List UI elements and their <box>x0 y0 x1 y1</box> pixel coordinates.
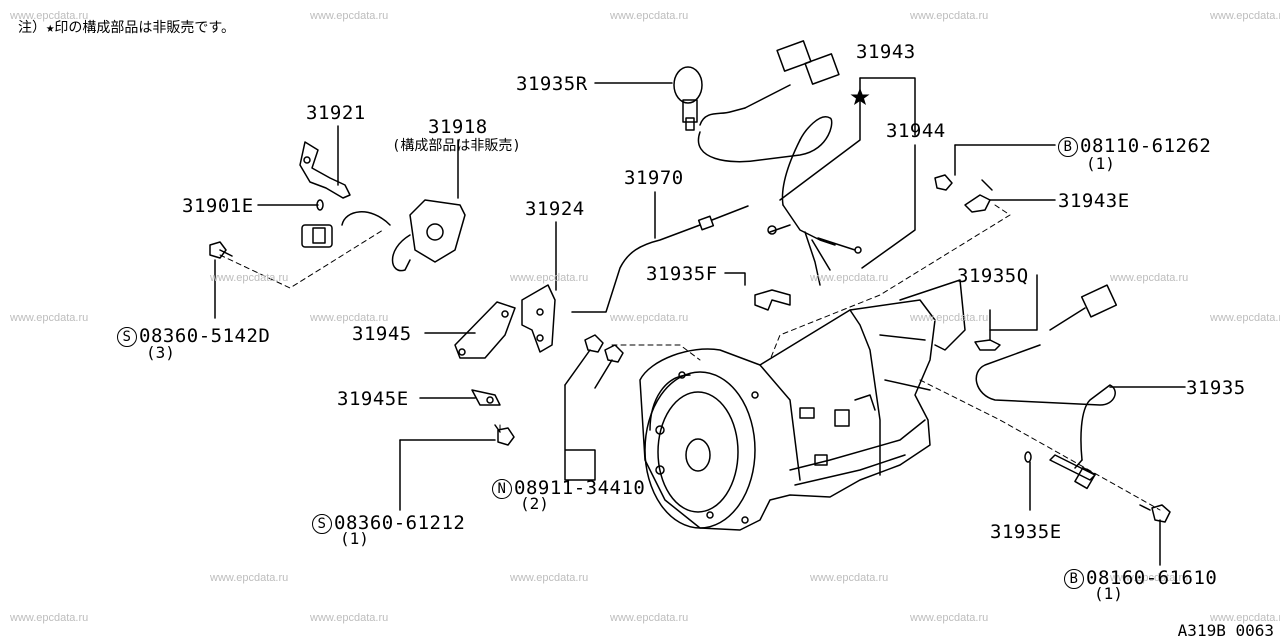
watermark: www.epcdata.ru <box>610 612 689 624</box>
bolt-08360-5142d-drawing <box>209 241 233 259</box>
bracket-31935f-drawing <box>754 289 791 311</box>
part-label-31924[interactable]: 31924 <box>525 198 585 220</box>
part-label-31945e[interactable]: 31945E <box>337 388 409 410</box>
fastener-qty: (2) <box>520 494 549 513</box>
part-note-31918: (構成部品は非販売) <box>392 138 521 154</box>
fastener-number: 08911-34410 <box>514 477 646 499</box>
plate-31945-drawing <box>454 301 516 359</box>
watermark: www.epcdata.ru <box>10 312 89 324</box>
fastener-qty: (1) <box>1094 584 1123 603</box>
bracket-31924-drawing <box>521 284 556 353</box>
watermark: www.epcdata.ru <box>310 312 389 324</box>
leader-lines <box>214 77 1186 566</box>
part-label-31935[interactable]: 31935 <box>1186 377 1246 399</box>
watermark: www.epcdata.ru <box>10 612 89 624</box>
part-label-31935r[interactable]: 31935R <box>516 73 588 95</box>
part-label-31935e[interactable]: 31935E <box>990 521 1062 543</box>
watermark: www.epcdata.ru <box>10 10 89 22</box>
star-marker-icon <box>850 88 870 105</box>
clamp-31943e-drawing <box>964 179 993 213</box>
fastener-prefix-n: N <box>492 479 512 499</box>
fastener-number: 08110-61262 <box>1080 135 1212 157</box>
dashed-lines <box>219 204 1161 511</box>
part-label-31943e[interactable]: 31943E <box>1058 190 1130 212</box>
watermark: www.epcdata.ru <box>1110 272 1189 284</box>
fastener-prefix-b: B <box>1064 569 1084 589</box>
diagram-note: 注）★印の構成部品は非販売です。 <box>18 20 236 36</box>
watermark: www.epcdata.ru <box>810 572 889 584</box>
fastener-prefix-s: S <box>312 514 332 534</box>
part-label-31918[interactable]: 31918 <box>428 116 488 138</box>
watermark: www.epcdata.ru <box>810 272 889 284</box>
bracket-31935q-drawing <box>974 309 1001 351</box>
fastener-number: 08360-61212 <box>334 512 466 534</box>
nut-08911-34410-drawing <box>584 334 624 363</box>
part-label-31935q[interactable]: 31935Q <box>957 265 1029 287</box>
watermark: www.epcdata.ru <box>910 612 989 624</box>
watermark: www.epcdata.ru <box>510 272 589 284</box>
cable-31970-drawing <box>571 205 749 313</box>
bracket-31921-drawing <box>299 141 351 211</box>
fastener-prefix-s: S <box>117 327 137 347</box>
part-label-31945[interactable]: 31945 <box>352 323 412 345</box>
watermark: www.epcdata.ru <box>310 10 389 22</box>
diagram-code: A319B 0063 <box>1177 621 1274 640</box>
fastener-qty: (1) <box>1086 154 1115 173</box>
harness-31935r-drawing <box>673 40 862 286</box>
watermark: www.epcdata.ru <box>210 572 289 584</box>
fastener-qty: (3) <box>146 343 175 362</box>
oring-31935e-drawing <box>1024 451 1032 463</box>
watermark: www.epcdata.ru <box>510 572 589 584</box>
part-label-31901e[interactable]: 31901E <box>182 195 254 217</box>
switch-31918-drawing <box>301 199 466 272</box>
watermark: www.epcdata.ru <box>1110 572 1189 584</box>
watermark: www.epcdata.ru <box>310 612 389 624</box>
watermark: www.epcdata.ru <box>1210 312 1280 324</box>
watermark: www.epcdata.ru <box>210 272 289 284</box>
harness-31935-drawing <box>975 284 1118 490</box>
watermark: www.epcdata.ru <box>1210 612 1280 624</box>
part-label-31944[interactable]: 31944 <box>886 120 946 142</box>
fastener-number: 08360-5142D <box>139 325 271 347</box>
washer-31945e-drawing <box>471 389 501 406</box>
transmission-drawing <box>639 279 966 531</box>
part-label-31935f[interactable]: 31935F <box>646 263 718 285</box>
watermark: www.epcdata.ru <box>910 312 989 324</box>
part-label-31970[interactable]: 31970 <box>624 167 684 189</box>
part-label-31921[interactable]: 31921 <box>306 102 366 124</box>
bolt-08110-61262-drawing <box>934 174 953 191</box>
fastener-qty: (1) <box>340 529 369 548</box>
fastener-prefix-b: B <box>1058 137 1078 157</box>
bolt-08360-61212-drawing <box>494 424 515 446</box>
watermark: www.epcdata.ru <box>610 312 689 324</box>
bolt-08160-61610-drawing <box>1139 504 1171 523</box>
part-label-31943[interactable]: 31943 <box>856 41 916 63</box>
fastener-number: 08160-61610 <box>1086 567 1218 589</box>
watermark: www.epcdata.ru <box>910 10 989 22</box>
watermark: www.epcdata.ru <box>610 10 689 22</box>
watermark: www.epcdata.ru <box>1210 10 1280 22</box>
